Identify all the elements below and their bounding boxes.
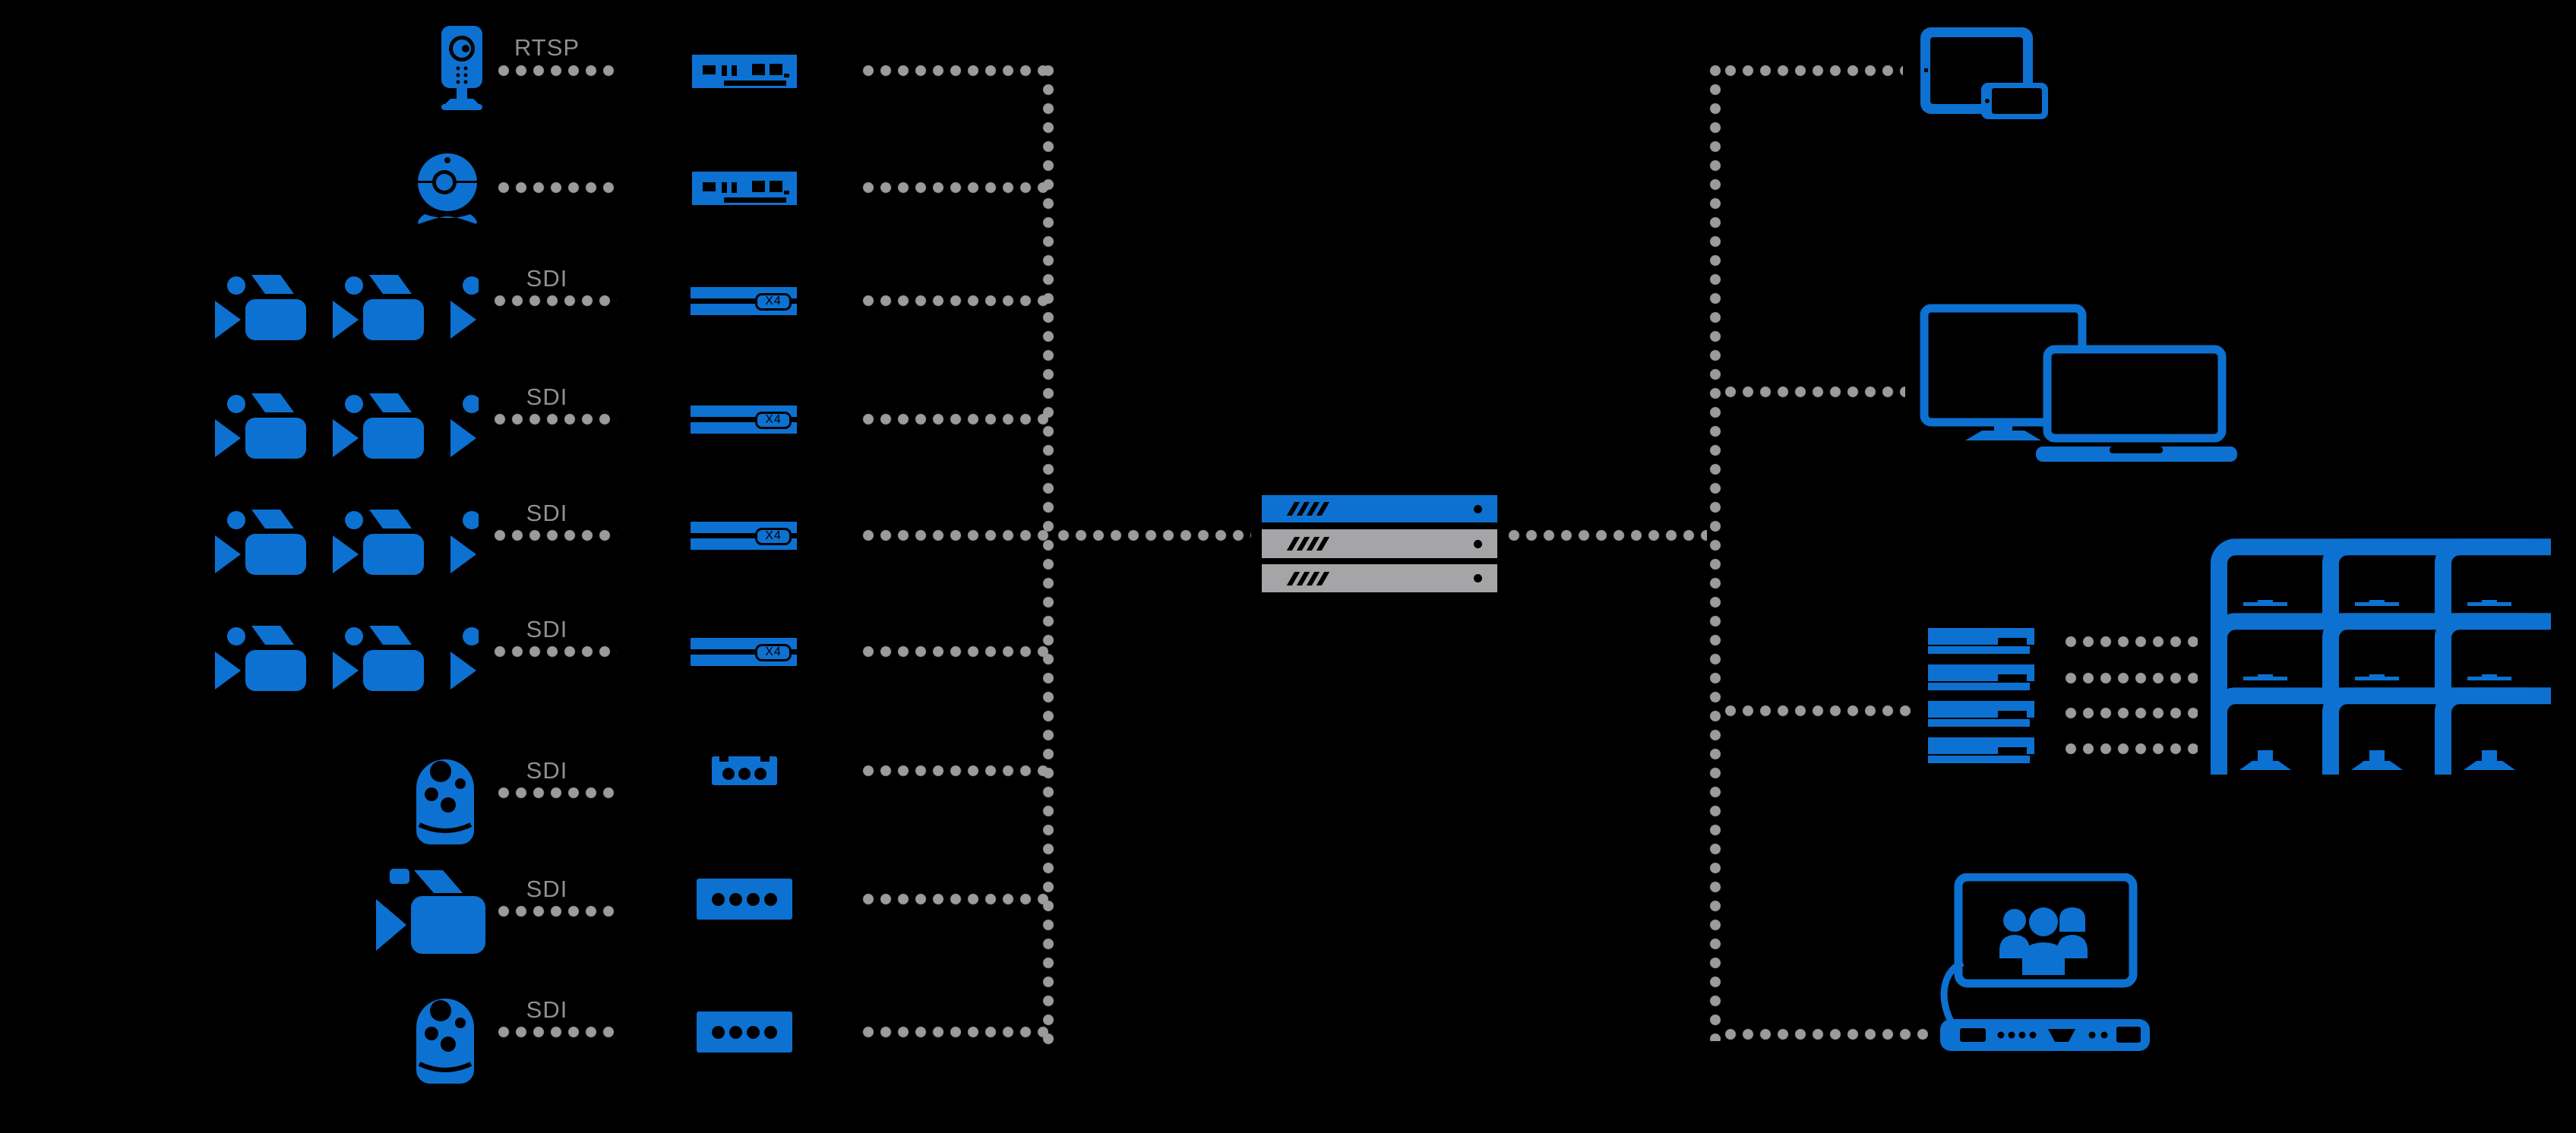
rack-wall-line-3 xyxy=(2065,707,2198,719)
encoder-device xyxy=(697,879,792,920)
connector-dots xyxy=(862,295,1048,307)
rack-wall-line-4 xyxy=(2065,743,2198,755)
video-camera-group xyxy=(15,508,479,578)
encoder-device xyxy=(692,55,797,88)
video-wall-icon xyxy=(2208,529,2551,775)
webcam-icon xyxy=(417,150,478,225)
dome-camera-icon xyxy=(413,749,477,855)
connector-dots xyxy=(498,905,618,917)
rack-wall-line-2 xyxy=(2065,672,2198,684)
video-camera-icon xyxy=(215,275,306,340)
connector-dots xyxy=(498,787,618,799)
x4-badge: X4 xyxy=(755,293,792,311)
protocol-label-sdi: SDI xyxy=(526,500,568,526)
quad-encoder-device: X4 xyxy=(691,287,797,315)
server-unit-2 xyxy=(1262,529,1497,558)
x4-badge: X4 xyxy=(755,644,792,661)
connector-dots xyxy=(494,295,617,307)
power-led xyxy=(1474,540,1482,548)
video-camera-icon xyxy=(333,275,424,340)
branch-line-rack xyxy=(1724,705,1914,717)
left-trunk-line xyxy=(1042,65,1054,1046)
quad-encoder-device: X4 xyxy=(691,638,797,666)
protocol-label-sdi: SDI xyxy=(526,996,568,1023)
power-led xyxy=(1474,505,1482,513)
connector-dots xyxy=(862,765,1048,777)
server-rack-icon xyxy=(1928,628,2036,766)
quad-encoder-device: X4 xyxy=(691,522,797,550)
protocol-label-sdi: SDI xyxy=(526,876,568,902)
camcorder-icon xyxy=(376,867,486,957)
server-unit-1 xyxy=(1262,495,1497,522)
compact-encoder-device xyxy=(712,756,777,785)
protocol-label-rtsp: RTSP xyxy=(514,34,580,61)
connector-dots xyxy=(862,65,1048,77)
protocol-label-sdi: SDI xyxy=(526,616,568,642)
connector-dots xyxy=(498,1026,618,1038)
branch-line-desktop xyxy=(1724,386,1905,398)
protocol-label-sdi: SDI xyxy=(526,383,568,410)
right-trunk-line xyxy=(1709,65,1721,1041)
connector-dots xyxy=(494,645,617,658)
connector-dots xyxy=(862,1026,1048,1038)
video-camera-group xyxy=(15,624,479,694)
connector-dots xyxy=(862,645,1048,658)
video-conference-icon xyxy=(1930,873,2157,1059)
power-led xyxy=(1474,574,1482,582)
connector-dots xyxy=(862,413,1048,425)
connector-dots xyxy=(498,65,618,77)
encoder-device xyxy=(692,172,797,205)
branch-line-mobile xyxy=(1724,65,1903,77)
video-camera-icon xyxy=(450,275,479,340)
protocol-label-sdi: SDI xyxy=(526,265,568,292)
connector-dots xyxy=(862,181,1048,194)
rack-wall-line-1 xyxy=(2065,636,2198,648)
protocol-label-sdi: SDI xyxy=(526,757,568,784)
video-camera-group xyxy=(15,273,479,343)
x4-badge: X4 xyxy=(755,528,792,545)
monitor-laptop-icon xyxy=(1918,302,2237,468)
video-camera-group xyxy=(15,392,479,462)
dome-camera-icon xyxy=(413,988,477,1094)
encoder-device xyxy=(697,1011,792,1053)
connector-dots xyxy=(862,893,1048,905)
quad-encoder-device: X4 xyxy=(691,406,797,434)
connector-dots xyxy=(494,529,617,541)
x4-badge: X4 xyxy=(755,412,792,429)
tablet-phone-icon xyxy=(1920,27,2057,122)
connector-dots xyxy=(862,529,1048,541)
ip-camera-icon xyxy=(437,26,487,111)
server-input-line xyxy=(1057,529,1251,541)
server-unit-3 xyxy=(1262,564,1497,592)
connector-dots xyxy=(494,413,617,425)
connector-dots xyxy=(498,181,618,194)
branch-line-conference xyxy=(1724,1028,1928,1040)
server-output-line xyxy=(1508,529,1707,541)
